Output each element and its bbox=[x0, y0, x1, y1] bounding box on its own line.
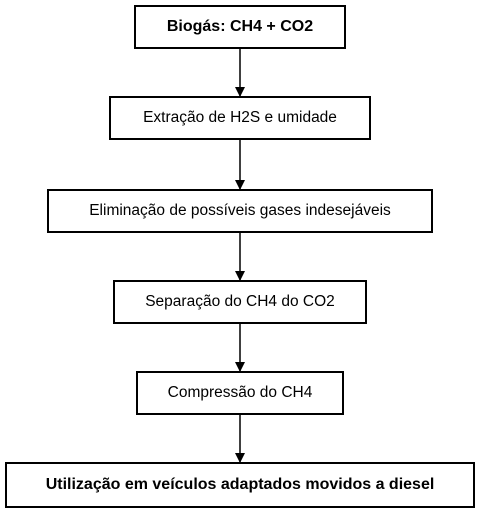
node-separacao-label: Separação do CH4 do CO2 bbox=[145, 293, 335, 310]
node-extracao: Extração de H2S e umidade bbox=[109, 96, 371, 140]
node-utilizacao: Utilização em veículos adaptados movidos… bbox=[5, 462, 475, 508]
node-biogas: Biogás: CH4 + CO2 bbox=[134, 5, 346, 49]
node-eliminacao-label: Eliminação de possíveis gases indesejáve… bbox=[89, 202, 391, 219]
node-biogas-label: Biogás: CH4 + CO2 bbox=[166, 18, 314, 35]
node-compressao-label: Compressão do CH4 bbox=[167, 384, 313, 401]
node-utilizacao-label: Utilização em veículos adaptados movidos… bbox=[45, 476, 435, 493]
node-separacao: Separação do CH4 do CO2 bbox=[113, 280, 367, 324]
node-eliminacao: Eliminação de possíveis gases indesejáve… bbox=[47, 189, 433, 233]
node-extracao-label: Extração de H2S e umidade bbox=[143, 109, 337, 126]
node-compressao: Compressão do CH4 bbox=[136, 371, 344, 415]
